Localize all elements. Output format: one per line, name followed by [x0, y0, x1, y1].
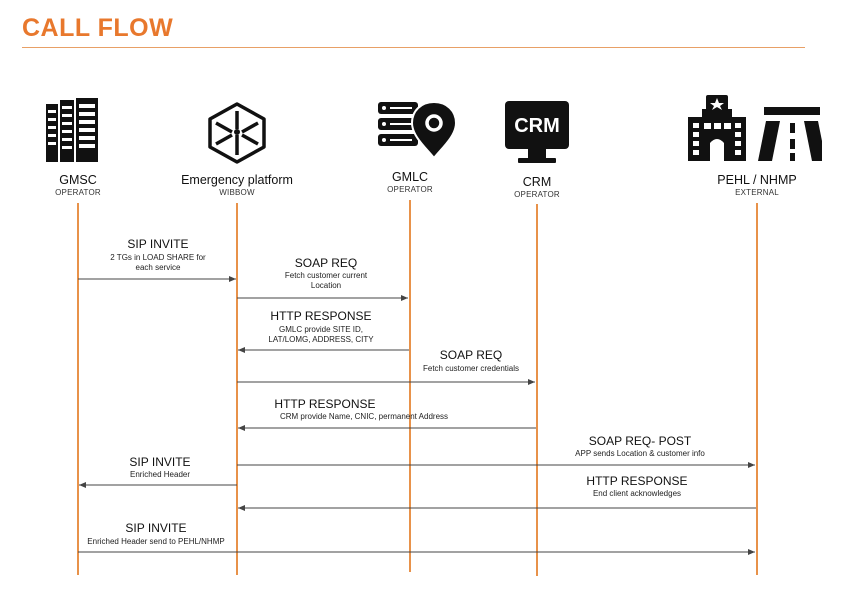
actor-name-gmsc: GMSC — [59, 173, 97, 187]
police-highway-icon — [688, 95, 822, 161]
actor-sub-emergency-platform: WIBBOW — [219, 188, 255, 197]
actor-sub-gmsc: OPERATOR — [55, 188, 101, 197]
message-3-detail: GMLC provide SITE ID, LAT/LOMG, ADDRESS,… — [268, 325, 373, 345]
actor-name-emergency-platform: Emergency platform — [181, 173, 293, 187]
actor-name-crm: CRM — [522, 175, 552, 189]
server-location-icon — [378, 100, 458, 160]
message-1-title: SIP INVITE — [127, 237, 189, 251]
message-1-detail-line: each service — [135, 263, 181, 272]
message-2-detail: Fetch customer current Location — [285, 271, 367, 291]
actor-name-gmlc: GMLC — [391, 170, 429, 184]
message-6-detail: APP sends Location & customer info — [575, 449, 705, 459]
lifeline-gmlc — [409, 200, 411, 572]
actor-name-pehl-nhmp: PEHL / NHMP — [717, 173, 797, 187]
message-3-title: HTTP RESPONSE — [270, 309, 372, 323]
message-5-title: HTTP RESPONSE — [274, 397, 376, 411]
message-2-detail-line: Location — [310, 281, 342, 290]
message-4-detail-line: Fetch customer credentials — [422, 364, 520, 373]
message-7-detail: Enriched Header — [130, 470, 190, 480]
lifeline-emergency-platform — [236, 203, 238, 575]
message-4-detail: Fetch customer credentials — [423, 364, 519, 374]
message-9-detail: Enriched Header send to PEHL/NHMP — [87, 537, 224, 547]
actor-sub-crm: OPERATOR — [514, 190, 560, 199]
crm-monitor-icon: CRM — [505, 101, 569, 163]
actor-sub-gmlc: OPERATOR — [387, 185, 433, 194]
message-8-title: HTTP RESPONSE — [586, 474, 688, 488]
message-7-title: SIP INVITE — [129, 455, 191, 469]
cube-icon — [208, 102, 266, 164]
message-5-detail: CRM provide Name, CNIC, permanent Addres… — [280, 412, 448, 422]
message-1-detail: 2 TGs in LOAD SHARE for each service — [110, 253, 205, 273]
actor-sub-pehl-nhmp: EXTERNAL — [735, 188, 779, 197]
message-9-title: SIP INVITE — [125, 521, 187, 535]
lifeline-crm — [536, 204, 538, 576]
message-1-detail-line: 2 TGs in LOAD SHARE for — [110, 253, 206, 262]
message-8-detail-line: End client acknowledges — [592, 489, 682, 498]
message-3-detail-line: GMLC provide SITE ID, — [278, 325, 364, 334]
message-6-detail-line: APP sends Location & customer info — [575, 449, 705, 458]
svg-text:CRM: CRM — [514, 115, 560, 137]
message-5-detail-line: CRM provide Name, CNIC, permanent Addres… — [279, 412, 449, 421]
title-divider — [22, 47, 805, 48]
message-9-detail-line: Enriched Header send to PEHL/NHMP — [87, 537, 225, 546]
message-7-detail-line: Enriched Header — [129, 470, 191, 479]
page-title: CALL FLOW — [22, 14, 174, 42]
message-4-title: SOAP REQ — [439, 348, 503, 362]
lifeline-gmsc — [77, 203, 79, 575]
server-rack-icon — [46, 98, 98, 162]
lifeline-pehl-nhmp — [756, 203, 758, 575]
message-6-title: SOAP REQ- POST — [588, 434, 692, 448]
message-3-detail-line: LAT/LOMG, ADDRESS, CITY — [268, 335, 374, 344]
message-2-detail-line: Fetch customer current — [284, 271, 368, 280]
message-2-title: SOAP REQ — [294, 256, 358, 270]
message-8-detail: End client acknowledges — [593, 489, 681, 499]
